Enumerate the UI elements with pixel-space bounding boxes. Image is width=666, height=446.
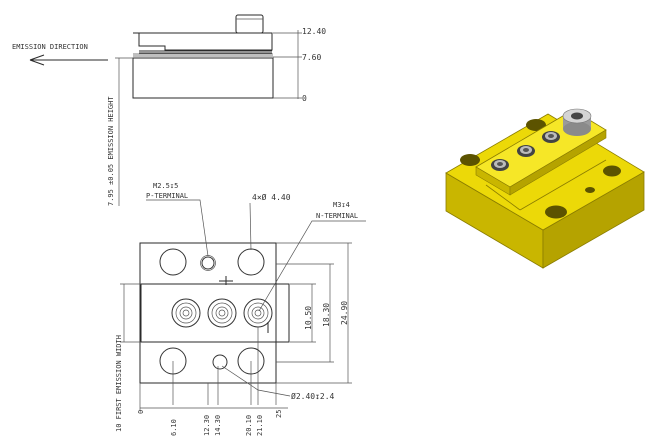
m25-hole: [201, 256, 215, 270]
render-cap-screw: [562, 108, 592, 136]
callout-4x-holes: 4×Ø 4.40: [252, 192, 291, 202]
side-screw-head: [235, 14, 264, 34]
dim-24-90: 24.90: [340, 301, 349, 325]
laser-mount-render: [445, 108, 645, 269]
dim-12-40: 12.40: [302, 27, 326, 36]
dim-18-30: 18.30: [322, 303, 331, 327]
dim-25: 25: [275, 410, 283, 418]
emission-arrowhead: [29, 54, 45, 66]
side-view: EMISSION DIRECTION 12.40 7.60 0 7.95 ±0.…: [12, 14, 326, 206]
dim-10-50: 10.50: [304, 306, 313, 330]
mount-hole-tl: [159, 248, 187, 276]
dim-bottom-0: 0: [137, 410, 145, 414]
front-plate: [140, 283, 290, 343]
emission-direction-label: EMISSION DIRECTION: [12, 43, 88, 51]
render-screw-3: [542, 131, 560, 143]
n-terminal-label: N-TERMINAL: [316, 212, 358, 220]
side-body: [132, 57, 274, 99]
dim-20-10: 20.10: [245, 415, 253, 436]
callout-m25: M2.5↧5: [153, 182, 178, 190]
terminal-screw-1: [171, 298, 201, 328]
callout-m3: M3↧4: [333, 201, 350, 209]
render-screw-1: [491, 159, 509, 171]
front-view: M2.5↧5 P-TERMINAL 4×Ø 4.40 M3↧4 N-TERMIN…: [115, 182, 366, 436]
emission-height-label: 7.95 ±0.05 EMISSION HEIGHT: [107, 96, 115, 206]
p-terminal-label: P-TERMINAL: [146, 192, 188, 200]
mount-hole-tr: [237, 248, 265, 276]
dim-0: 0: [302, 94, 307, 103]
terminal-screw-2: [207, 298, 237, 328]
dim-7-60: 7.60: [302, 53, 321, 62]
callout-bottom-hole: Ø2.40↧2.4: [291, 391, 335, 401]
small-hole-2-40: [212, 354, 228, 370]
dim-12-30: 12.30: [203, 415, 211, 436]
dim-21-10: 21.10: [256, 415, 264, 436]
render-screw-2: [517, 145, 535, 157]
side-top-plate: [133, 32, 273, 51]
first-emission-width-label: 10 FIRST EMISSION WIDTH: [115, 335, 123, 432]
dim-6-10: 6.10: [170, 419, 178, 436]
dim-14-30: 14.30: [214, 415, 222, 436]
